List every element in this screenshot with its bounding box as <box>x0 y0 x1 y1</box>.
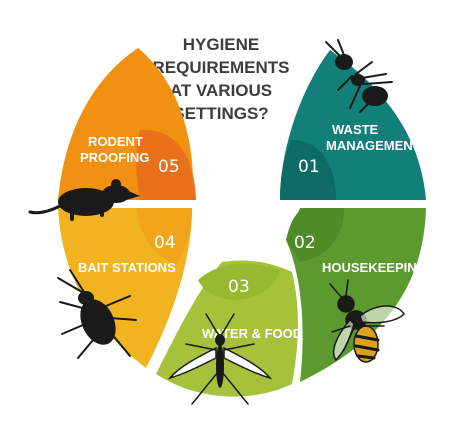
segment-05-label-line-2: PROOFING <box>80 150 149 165</box>
mosquito-icon <box>167 313 273 405</box>
diagram-title: HYGIENE REQUIREMENTS AT VARIOUS SETTINGS… <box>153 35 290 123</box>
segment-04-label: BAIT STATIONS <box>78 260 176 275</box>
segment-02-label: HOUSEKEEPING <box>322 260 427 275</box>
segment-02-number: 02 <box>294 233 316 253</box>
title-line-4: SETTINGS? <box>173 104 268 123</box>
segment-04-bait-stations: BAIT STATIONS 04 <box>58 208 192 368</box>
title-line-2: REQUIREMENTS <box>153 58 290 77</box>
segment-02-number-cap <box>286 208 344 262</box>
segment-03-label: WATER & FOOD <box>202 326 302 341</box>
segment-01-label-line-1: WASTE <box>332 122 379 137</box>
ant-icon <box>325 39 393 113</box>
title-line-3: AT VARIOUS <box>170 81 272 100</box>
segment-04-number-cap <box>136 208 192 264</box>
segment-02-housekeeping: HOUSEKEEPING 02 <box>286 208 427 382</box>
wasp-icon <box>329 279 405 363</box>
segment-05-label-line-1: RODENT <box>88 134 143 149</box>
segment-05-number: 05 <box>158 157 180 177</box>
segment-05-number-cap <box>136 129 196 200</box>
segment-05-rodent-proofing: RODENT PROOFING 05 <box>58 48 196 200</box>
segment-04-number: 04 <box>154 233 176 253</box>
title-line-1: HYGIENE <box>183 35 260 54</box>
segment-01-number: 01 <box>298 157 320 177</box>
segment-03-number-cap <box>198 263 280 300</box>
rat-icon <box>28 179 140 221</box>
segment-01-number-cap <box>280 140 336 200</box>
segment-01-label-line-2: MANAGEMENT <box>326 138 421 153</box>
cockroach-icon <box>57 269 137 359</box>
segment-01-waste-management: WASTE MANAGEMENT 01 <box>280 50 426 200</box>
segment-03-number: 03 <box>228 277 250 297</box>
